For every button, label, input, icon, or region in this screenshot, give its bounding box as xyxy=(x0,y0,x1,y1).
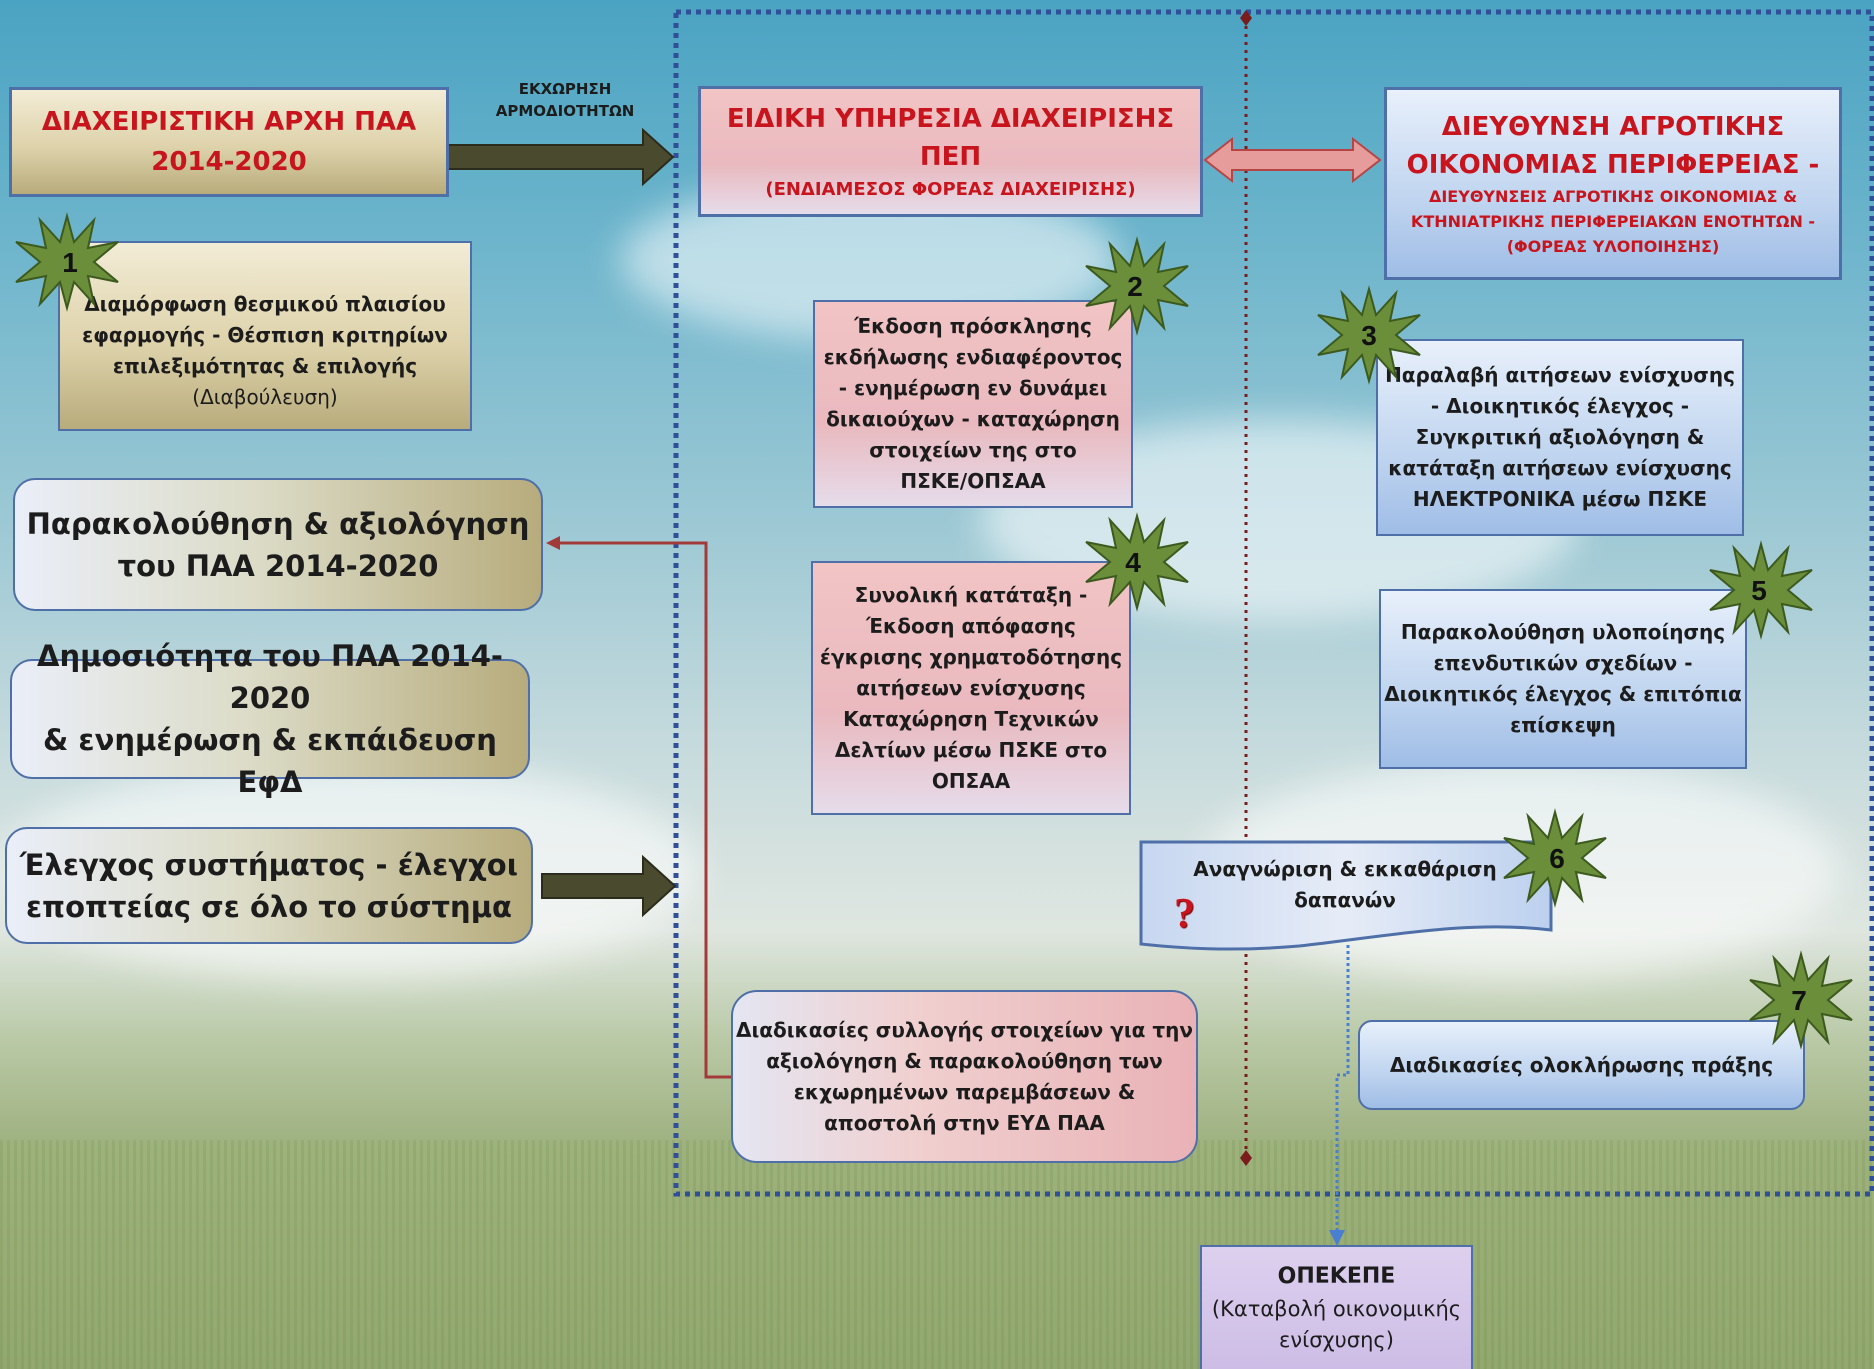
step4-line: Συνολική κατάταξη - xyxy=(854,582,1088,607)
directorate-line2: ΟΙΚΟΝΟΜΙΑΣ ΠΕΡΙΦΕΡΕΙΑΣ - xyxy=(1406,150,1820,180)
step6-text: Αναγνώριση & εκκαθάριση δαπανών xyxy=(1180,850,1510,920)
managing-authority-line1: ΔΙΑΧΕΙΡΙΣΤΙΚΗ ΑΡΧΗ ΠΑΑ xyxy=(41,107,417,137)
step2-line: στοιχείων της στο xyxy=(869,438,1077,462)
step4-box: Συνολική κατάταξη - Έκδοση απόφασης έγκρ… xyxy=(811,561,1131,815)
step3-number: 3 xyxy=(1361,320,1377,351)
opekepe-title: ΟΠΕΚΕΠΕ xyxy=(1277,1264,1396,1289)
step5-box: Παρακολούθηση υλοποίησης επενδυτικών σχε… xyxy=(1379,589,1747,769)
step5-line: Διοικητικός έλεγχος & επιτόπια xyxy=(1384,682,1742,706)
step3-line: - Διοικητικός έλεγχος - xyxy=(1430,394,1690,418)
step1-star-badge: 1 xyxy=(15,212,119,312)
step4-star-badge: 4 xyxy=(1085,512,1189,612)
directorate-sub2: ΚΤΗΝΙΑΤΡΙΚΗΣ ΠΕΡΙΦΕΡΕΙΑΚΩΝ ΕΝΟΤΗΤΩΝ - xyxy=(1410,212,1816,231)
step4-line: Καταχώρηση Τεχνικών xyxy=(843,706,1099,731)
step2-line: εκδήλωσης ενδιαφέροντος xyxy=(823,345,1123,369)
data-collection-line: αξιολόγηση & παρακολούθηση των xyxy=(766,1048,1163,1073)
feedback-connector xyxy=(552,541,731,1079)
delegation-arrow xyxy=(447,127,675,187)
step6-number: 6 xyxy=(1549,843,1565,874)
dotted-region-border xyxy=(673,9,1874,1197)
step7-star-badge: 7 xyxy=(1749,950,1853,1050)
step4-line: έγκρισης χρηματοδότησης xyxy=(819,644,1123,669)
special-service-subtitle: (ΕΝΔΙΑΜΕΣΟΣ ΦΟΡΕΑΣ ΔΙΑΧΕΙΡΙΣΗΣ) xyxy=(765,178,1136,200)
step1-box: Διαμόρφωση θεσμικού πλαισίου εφαρμογής -… xyxy=(58,241,472,431)
step5-line: Παρακολούθηση υλοποίησης xyxy=(1400,620,1726,644)
directorate-sub1: ΔΙΕΥΘΥΝΣΕΙΣ ΑΓΡΟΤΙΚΗΣ ΟΙΚΟΝΟΜΙΑΣ & xyxy=(1428,187,1798,206)
step7-box: Διαδικασίες ολοκλήρωσης πράξης xyxy=(1358,1020,1805,1110)
step2-line: - ενημέρωση εν δυνάμει xyxy=(838,376,1108,400)
step2-box: Έκδοση πρόσκλησης εκδήλωσης ενδιαφέροντο… xyxy=(813,300,1133,508)
step2-line: δικαιούχων - καταχώρηση xyxy=(826,407,1120,431)
payment-connector xyxy=(1335,945,1350,1233)
step2-line: ΠΣΚΕ/ΟΠΣΑΑ xyxy=(900,469,1046,493)
feedback-arrowhead xyxy=(546,536,560,550)
step5-line: επενδυτικών σχεδίων - xyxy=(1433,651,1693,675)
directorate-box: ΔΙΕΥΘΥΝΣΗ ΑΓΡΟΤΙΚΗΣ ΟΙΚΟΝΟΜΙΑΣ ΠΕΡΙΦΕΡΕΙ… xyxy=(1384,87,1842,280)
bidirectional-arrow xyxy=(1203,136,1382,184)
step4-line: Δελτίων μέσω ΠΣΚΕ στο xyxy=(834,737,1108,762)
step5-line: επίσκεψη xyxy=(1510,713,1616,737)
step6-line: δαπανών xyxy=(1294,888,1396,912)
opekepe-line: (Καταβολή οικονομικής xyxy=(1211,1297,1462,1321)
step4-line: ΟΠΣΑΑ xyxy=(931,768,1011,793)
monitoring-box: Παρακολούθηση & αξιολόγηση του ΠΑΑ 2014-… xyxy=(13,478,543,611)
step3-star-badge: 3 xyxy=(1317,285,1421,385)
step2-star-badge: 2 xyxy=(1085,236,1189,336)
question-mark-icon: ? xyxy=(1174,891,1195,937)
data-collection-line: αποστολή στην ΕΥΔ ΠΑΑ xyxy=(824,1110,1105,1135)
step3-line: Συγκριτική αξιολόγηση & xyxy=(1415,425,1705,449)
step7-number: 7 xyxy=(1791,985,1807,1016)
separator-top-diamond xyxy=(1240,10,1252,26)
step1-number: 1 xyxy=(62,247,78,278)
step2-number: 2 xyxy=(1127,271,1143,302)
special-service-title: ΕΙΔΙΚΗ ΥΠΗΡΕΣΙΑ ΔΙΑΧΕΙΡΙΣΗΣ ΠΕΠ xyxy=(726,103,1175,172)
step6-shape xyxy=(1139,840,1553,951)
step4-line: αιτήσεων ενίσχυσης xyxy=(856,675,1086,700)
step7-line: Διαδικασίες ολοκλήρωσης πράξης xyxy=(1389,1052,1774,1077)
data-collection-box: Διαδικασίες συλλογής στοιχείων για την α… xyxy=(731,990,1198,1163)
step1-line: εφαρμογής - Θέσπιση κριτηρίων xyxy=(82,323,448,347)
directorate-sub3: (ΦΟΡΕΑΣ ΥΛΟΠΟΙΗΣΗΣ) xyxy=(1506,237,1720,256)
data-collection-line: Διαδικασίες συλλογής στοιχείων για την xyxy=(735,1017,1194,1042)
step6-star-badge: 6 xyxy=(1503,808,1607,908)
monitoring-line1: Παρακολούθηση & αξιολόγηση xyxy=(26,506,530,541)
step2-line: Έκδοση πρόσκλησης xyxy=(854,314,1092,338)
step3-line: Παραλαβή αιτήσεων ενίσχυσης xyxy=(1385,363,1735,387)
step1-line: επιλεξιμότητας & επιλογής xyxy=(112,354,418,378)
data-collection-line: εκχωρημένων παρεμβάσεων & xyxy=(793,1079,1136,1104)
step5-number: 5 xyxy=(1751,575,1767,606)
managing-authority-line2: 2014-2020 xyxy=(151,147,307,177)
step5-star-badge: 5 xyxy=(1709,540,1813,640)
step4-line: Έκδοση απόφασης xyxy=(866,613,1076,638)
directorate-line1: ΔΙΕΥΘΥΝΣΗ ΑΓΡΟΤΙΚΗΣ xyxy=(1441,112,1785,142)
system-control-line1: Έλεγχος συστήματος - έλεγχοι xyxy=(19,847,519,882)
opekepe-box: ΟΠΕΚΕΠΕ (Καταβολή οικονομικής ενίσχυσης) xyxy=(1200,1245,1473,1369)
monitoring-line2: του ΠΑΑ 2014-2020 xyxy=(117,548,439,583)
grass-field xyxy=(0,1140,1874,1369)
payment-arrowhead xyxy=(1329,1230,1345,1246)
step3-box: Παραλαβή αιτήσεων ενίσχυσης - Διοικητικό… xyxy=(1376,339,1744,536)
system-control-box: Έλεγχος συστήματος - έλεγχοι εποπτείας σ… xyxy=(5,827,533,944)
system-control-line2: εποπτείας σε όλο το σύστημα xyxy=(26,889,512,924)
step1-note: (Διαβούλευση) xyxy=(192,385,338,409)
delegation-label: ΕΚΧΩΡΗΣΗ ΑΡΜΟΔΙΟΤΗΤΩΝ xyxy=(470,78,660,122)
publicity-line2: & ενημέρωση & εκπάιδευση ΕφΔ xyxy=(43,723,497,799)
special-service-box: ΕΙΔΙΚΗ ΥΠΗΡΕΣΙΑ ΔΙΑΧΕΙΡΙΣΗΣ ΠΕΠ (ΕΝΔΙΑΜΕ… xyxy=(698,86,1203,217)
step3-line: ΗΛΕΚΤΡΟΝΙΚΑ μέσω ΠΣΚΕ xyxy=(1412,487,1708,511)
step4-number: 4 xyxy=(1125,547,1141,578)
delegation-label-line2: ΑΡΜΟΔΙΟΤΗΤΩΝ xyxy=(495,102,635,120)
opekepe-line: ενίσχυσης) xyxy=(1279,1328,1394,1352)
step1-line: Διαμόρφωση θεσμικού πλαισίου xyxy=(84,292,446,316)
publicity-box: Δημοσιότητα του ΠΑΑ 2014-2020 & ενημέρωσ… xyxy=(10,639,530,799)
separator-bottom-diamond xyxy=(1240,1150,1252,1166)
step3-line: κατάταξη αιτήσεων ενίσχυσης xyxy=(1388,456,1732,480)
step6-line: Αναγνώριση & εκκαθάριση xyxy=(1193,857,1497,881)
publicity-line1: Δημοσιότητα του ΠΑΑ 2014-2020 xyxy=(37,639,503,715)
system-control-arrow xyxy=(541,854,677,918)
managing-authority-box: ΔΙΑΧΕΙΡΙΣΤΙΚΗ ΑΡΧΗ ΠΑΑ 2014-2020 xyxy=(9,87,449,197)
delegation-label-line1: ΕΚΧΩΡΗΣΗ xyxy=(518,80,612,98)
